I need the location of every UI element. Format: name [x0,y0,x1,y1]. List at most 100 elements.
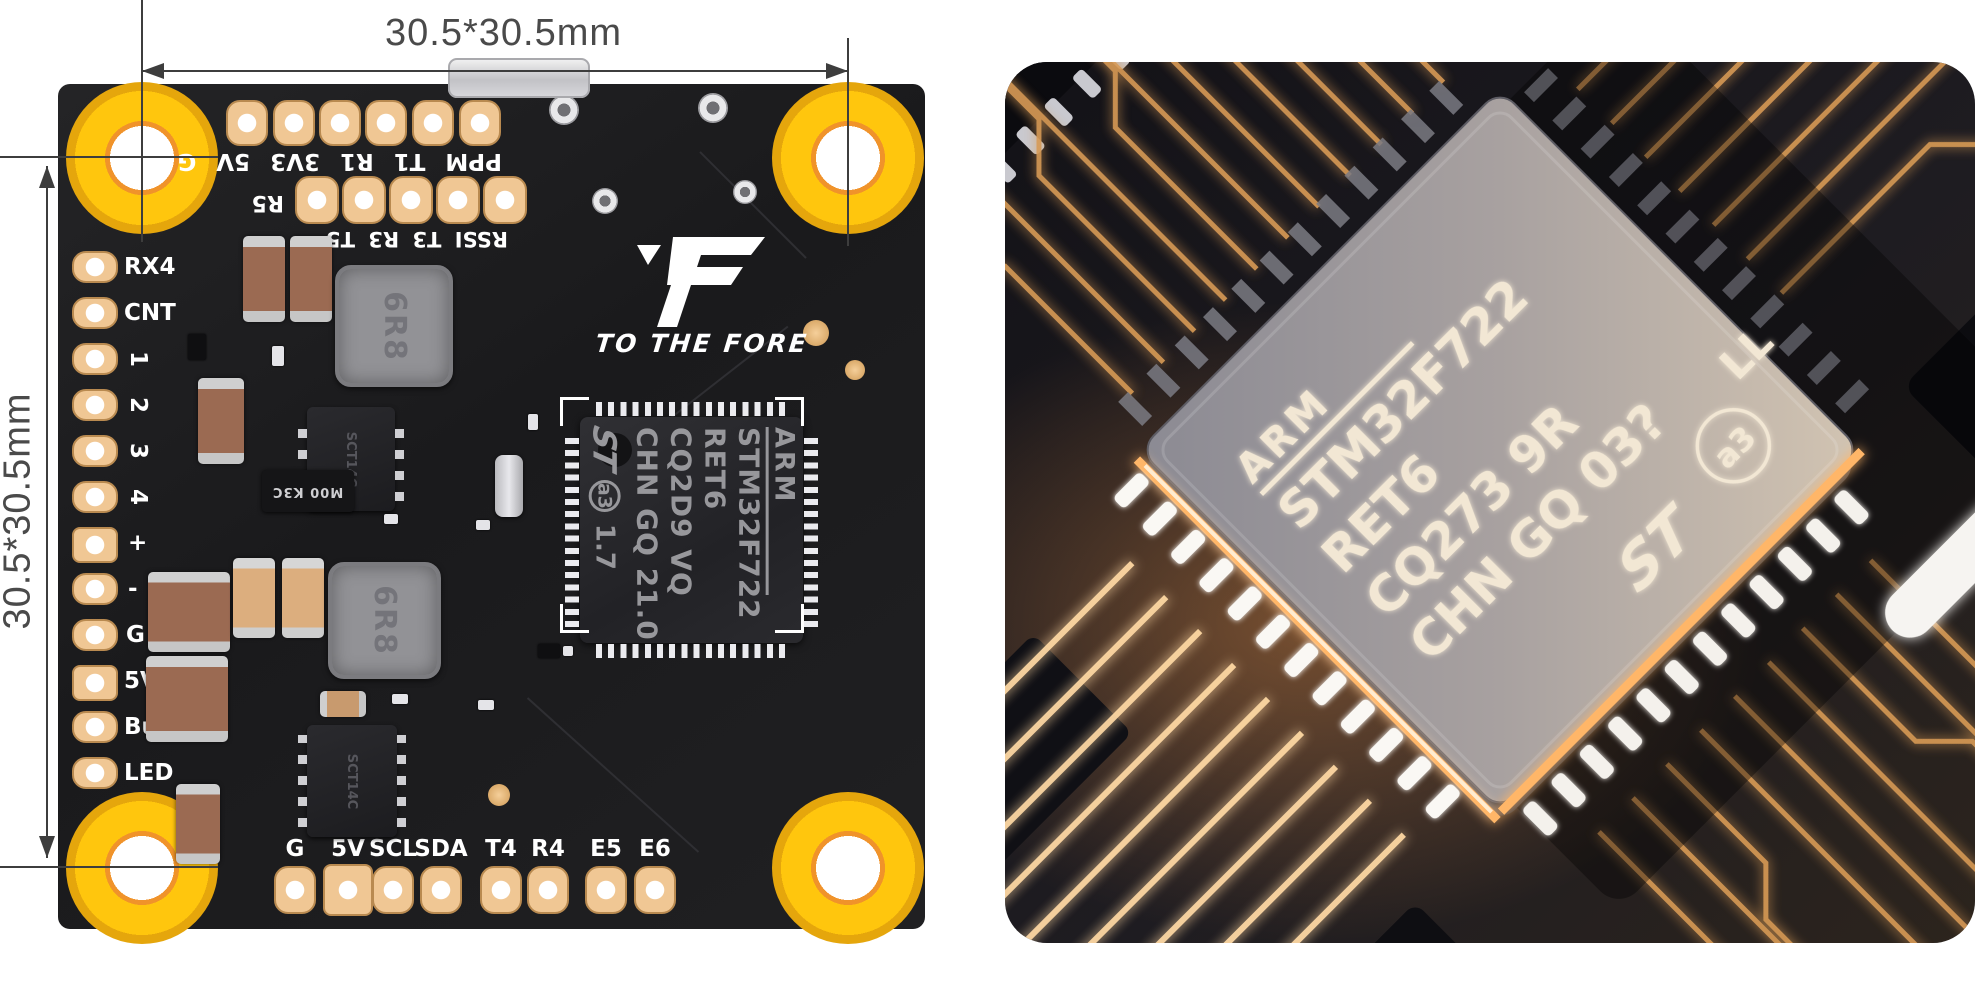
chip-pins-right [1524,68,1870,414]
board-photo[interactable]: 30.5*30.5mm 30.5*30.5mm PPM T1 R1 3V3 5V… [0,0,990,986]
pb-free-icon [1695,408,1772,484]
pin-label-rx4: RX4 [124,254,176,280]
pad-top [436,176,480,224]
pad-bottom [634,866,676,914]
capacitor [233,558,275,638]
diode: M00 K3C [262,470,354,512]
mcu-line5: CHN GQ 21.0 [630,427,663,641]
bright-traces [1005,561,1406,943]
silkscreen-top-row1: PPM T1 R1 3V3 5V G [177,148,502,174]
pin-label-bottom-sda: SDA [414,836,468,862]
smd-part [528,414,538,430]
pin-label-3: 3 [125,442,151,459]
capacitor [148,572,230,652]
capacitor [243,236,285,322]
pad-bottom [527,866,569,914]
chip-pins-left [1114,473,1460,819]
mcu-pins-top [596,402,787,416]
pin-label-plus: + [128,530,148,556]
pad-bottom [274,866,316,914]
silkscreen-bracket [775,604,804,633]
chip-pins-bottom [1523,490,1869,836]
pad-bottom [585,866,627,914]
brand-underline [1259,341,1415,496]
capacitor [282,558,324,638]
regulator-ic: SCT14C [298,725,406,837]
pad-left [72,297,118,329]
arrowhead-right-icon [826,63,848,79]
inductor-marking: 6R8 [376,290,412,362]
chip-render-photo[interactable]: ARM STM32F722 RET6 CQ273 9R CHN GQ 03? S… [1005,62,1975,943]
pin-label-minus: - [128,576,138,602]
via [549,95,579,125]
pad-top [342,176,386,224]
pad-left [72,619,118,651]
smd-part [563,646,573,656]
test-point [845,360,865,380]
pad-left [72,251,118,283]
pad-left [72,481,118,513]
smd-part [538,644,560,658]
pad-top [412,100,454,146]
inductor: 6R8 [328,562,441,679]
via [698,93,728,123]
smd-part [392,694,408,704]
pin-label-g: G [126,622,145,648]
pad-bottom [480,866,522,914]
mcu-line4: CQ2D9 VQ [664,427,698,597]
pad-left [72,757,118,789]
pad-top [365,100,407,146]
pad-bottom [372,866,414,914]
capacitor [320,691,366,717]
arrowhead-left-icon [142,63,164,79]
dimension-line-height [46,166,48,858]
capacitor [146,656,228,742]
test-point [803,320,829,346]
pad-left [72,573,118,605]
brand-logo-icon [637,237,765,327]
diode-marking: M00 K3C [272,483,344,499]
pin-label-cnt: CNT [124,300,176,326]
smd-part [476,520,490,530]
height-dimension-label: 30.5*30.5mm [0,392,39,630]
pad-left [72,343,118,375]
inductor-marking: 6R8 [366,585,402,656]
pad-top [273,100,315,146]
chip-render-scene: ARM STM32F722 RET6 CQ273 9R CHN GQ 03? S… [1005,62,1975,943]
capacitor [176,784,220,864]
pin1-dot [598,433,632,467]
brand-tagline: TO THE FORE [594,329,810,358]
mcu-revision: 1.7 [588,523,619,570]
pin-label-bottom-r4: R4 [531,836,565,862]
test-point [488,784,510,806]
silkscreen-r5: R5 [251,190,284,215]
st-logo: ST [584,422,623,473]
mounting-hole [772,792,924,944]
pad-bottom [323,864,373,916]
extension-line-top-right [847,38,849,246]
pad-left [72,665,118,701]
chip-bevel [1161,111,1839,789]
pcb-board: PPM T1 R1 3V3 5V G R5 RSSI T3 R3 T5 RX4 … [58,82,925,944]
pad-left [72,711,118,743]
pad-top [295,176,339,224]
pad-left [72,527,118,563]
pad-top [459,100,501,146]
pad-top [389,176,433,224]
pad-left [72,389,118,421]
dimension-line-width [142,70,848,72]
mcu-marking-block: ARM STM32F722 RET6 CQ2D9 VQ CHN GQ 21.0 … [585,422,799,641]
pin-label-bottom-t4: T4 [485,836,517,862]
smd-part [272,346,284,366]
regulator-marking: SCT14C [344,753,360,809]
smd-part [188,334,206,360]
mcu-pins-right [804,433,818,627]
glow-edge [1133,447,1865,824]
mcu-chip: ARM STM32F722 RET6 CQ2D9 VQ CHN GQ 21.0 … [565,402,818,658]
capacitor [198,378,244,464]
pin-label-bottom-scl: SCL [368,836,418,862]
pin-label-bottom-g: G [285,836,305,862]
pin-label-1: 1 [125,350,151,367]
mcu-line3: RET6 [698,427,732,511]
usb-connector [448,58,590,98]
